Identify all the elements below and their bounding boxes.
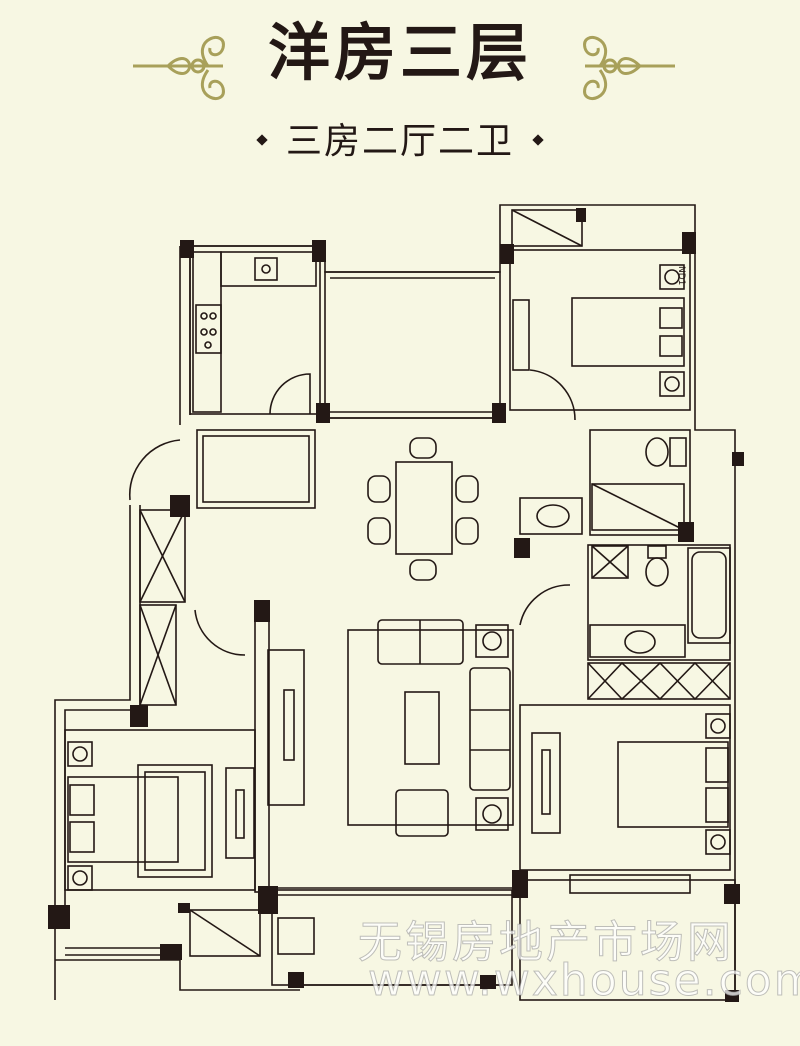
bathtub [687,547,731,644]
upper-bedroom [509,249,691,411]
pillow [705,747,729,783]
sofa-long [469,667,511,791]
wardrobe [225,767,255,859]
page-subtitle: 三房二厅二卫 [0,124,800,160]
stove-icon [195,304,222,354]
room-code-label: ND1 [676,266,686,286]
storage [139,604,177,706]
bedroom-door-arc [529,369,576,421]
side-table [475,624,509,658]
tv-wall [254,609,270,893]
chair [367,517,391,545]
page-title: 洋房三层 [267,16,532,89]
balcony [324,271,501,419]
bedroom-window [511,209,583,247]
exterior-wall [64,505,141,905]
lower-left-bedroom [64,729,256,891]
tv-cabinet [267,649,305,806]
bed [617,741,729,828]
left-ornament-icon [133,36,225,100]
pillow [705,787,729,823]
chair [409,437,437,459]
coffee-table [404,691,440,765]
watermark-url: www.wxhouse.com [368,955,800,1007]
kitchen-counter [220,251,317,287]
bath-vanity [519,497,583,535]
sideboard [196,429,316,509]
wardrobe-lower [587,662,731,700]
right-ornament-icon [583,36,675,100]
exterior-wall [54,505,131,1000]
bathroom-upper [589,429,691,536]
basin-icon [624,630,656,654]
bed [571,297,685,367]
balcony-window [189,909,261,957]
chair [409,559,437,581]
balcony-lower [271,889,513,986]
storage [139,509,186,603]
exterior-wall [55,959,300,991]
wardrobe [531,732,561,834]
toilet-icon [645,557,669,587]
bed [67,776,179,863]
balcony-lower-right [519,879,736,1001]
toilet-icon [645,437,669,467]
kitchen [189,245,321,415]
chair [367,475,391,503]
watermark-site-name: 无锡房地产市场网 [358,917,734,969]
chair [455,475,479,503]
pillow [659,307,683,329]
entry-door-arc [128,439,181,501]
dining-table [395,461,453,555]
side-table [475,797,509,831]
living-room-rug [347,629,514,826]
pillow [69,821,95,853]
pillow [69,784,95,816]
kitchen-door-arc [269,373,311,415]
sink-icon [254,257,278,281]
shower [591,483,685,531]
layout-type-label: 三房二厅二卫 [285,121,514,162]
exterior-wall [180,204,736,460]
lower-right-bedroom [519,704,731,871]
chair [455,517,479,545]
wardrobe [512,299,530,371]
armchair [395,789,449,837]
pillow [659,335,683,357]
